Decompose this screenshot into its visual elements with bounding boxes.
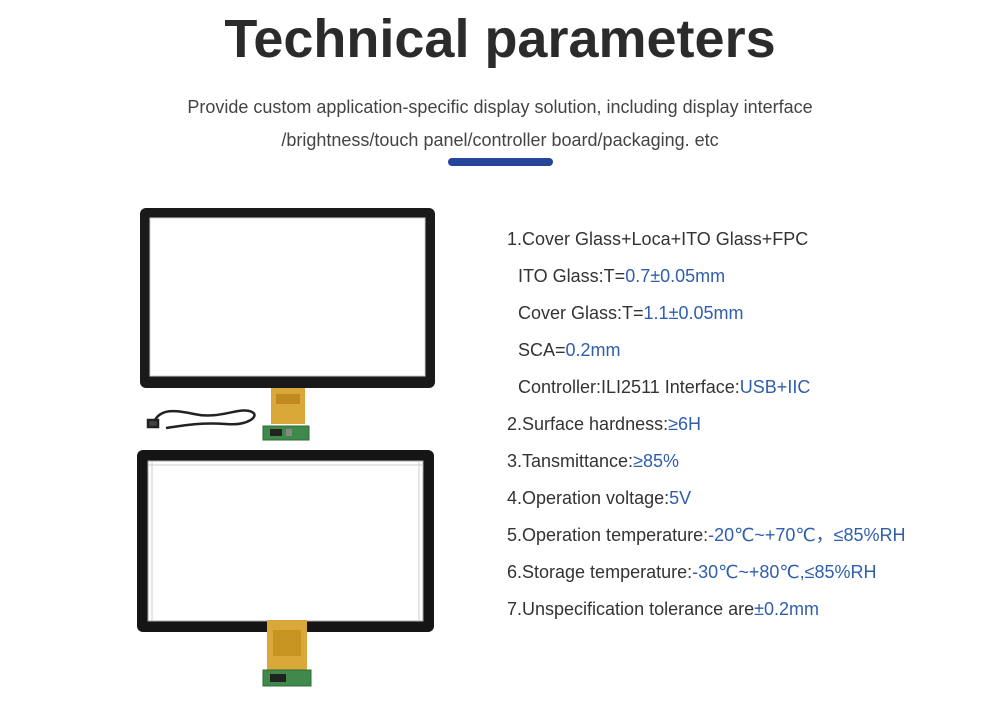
spec-label: 2.Surface hardness: xyxy=(507,414,669,434)
spec-line-ito-glass: ITO Glass:T=0.7±0.05mm xyxy=(507,263,987,300)
spec-label: 4.Operation voltage: xyxy=(507,488,670,508)
subtitle-line-2: /brightness/touch panel/controller board… xyxy=(281,130,719,150)
spec-value: USB+IIC xyxy=(739,377,811,397)
spec-value: ≥85% xyxy=(633,451,679,471)
spec-line-7: 7.Unspecification tolerance are±0.2mm xyxy=(507,596,987,633)
spec-label: Cover Glass:T= xyxy=(518,303,644,323)
spec-line-sca: SCA=0.2mm xyxy=(507,337,987,374)
spec-label: 6.Storage temperature: xyxy=(507,562,693,582)
spec-label: 3.Tansmittance: xyxy=(507,451,634,471)
spec-value: ≥6H xyxy=(668,414,701,434)
spec-label: SCA= xyxy=(518,340,566,360)
spec-value: ±0.2mm xyxy=(754,599,820,619)
spec-line-1: 1.Cover Glass+Loca+ITO Glass+FPC xyxy=(507,226,987,263)
spec-label: ITO Glass:T= xyxy=(518,266,626,286)
subtitle-line-1: Provide custom application-specific disp… xyxy=(187,97,813,117)
accent-underline xyxy=(448,158,553,166)
spec-value: 1.1±0.05mm xyxy=(643,303,744,323)
spec-value: -20℃~+70℃，≤85%RH xyxy=(708,525,906,545)
spec-line-controller: Controller:ILI2511 Interface:USB+IIC xyxy=(507,374,987,411)
bottom-touch-panel xyxy=(137,450,434,687)
spec-line-4: 4.Operation voltage:5V xyxy=(507,485,987,522)
spec-line-3: 3.Tansmittance:≥85% xyxy=(507,448,987,485)
spec-value: -30℃~+80℃,≤85%RH xyxy=(692,562,877,582)
spec-line-5: 5.Operation temperature:-20℃~+70℃，≤85%RH xyxy=(507,522,987,559)
spec-value: 0.7±0.05mm xyxy=(625,266,726,286)
spec-line-6: 6.Storage temperature:-30℃~+80℃,≤85%RH xyxy=(507,559,987,596)
spec-line-cover-glass: Cover Glass:T=1.1±0.05mm xyxy=(507,300,987,337)
page-title: Technical parameters xyxy=(224,9,776,69)
spec-list: 1.Cover Glass+Loca+ITO Glass+FPC ITO Gla… xyxy=(507,226,987,633)
spec-line-2: 2.Surface hardness:≥6H xyxy=(507,411,987,448)
top-touch-panel xyxy=(140,208,435,441)
spec-value: 0.2mm xyxy=(565,340,621,360)
touch-panel-illustration xyxy=(137,208,435,687)
spec-value: 5V xyxy=(669,488,692,508)
spec-label: Controller:ILI2511 Interface: xyxy=(518,377,740,397)
spec-label: 5.Operation temperature: xyxy=(507,525,709,545)
spec-label: 1.Cover Glass+Loca+ITO Glass+FPC xyxy=(507,229,809,249)
spec-label: 7.Unspecification tolerance are xyxy=(507,599,755,619)
usb-cable xyxy=(146,409,256,430)
